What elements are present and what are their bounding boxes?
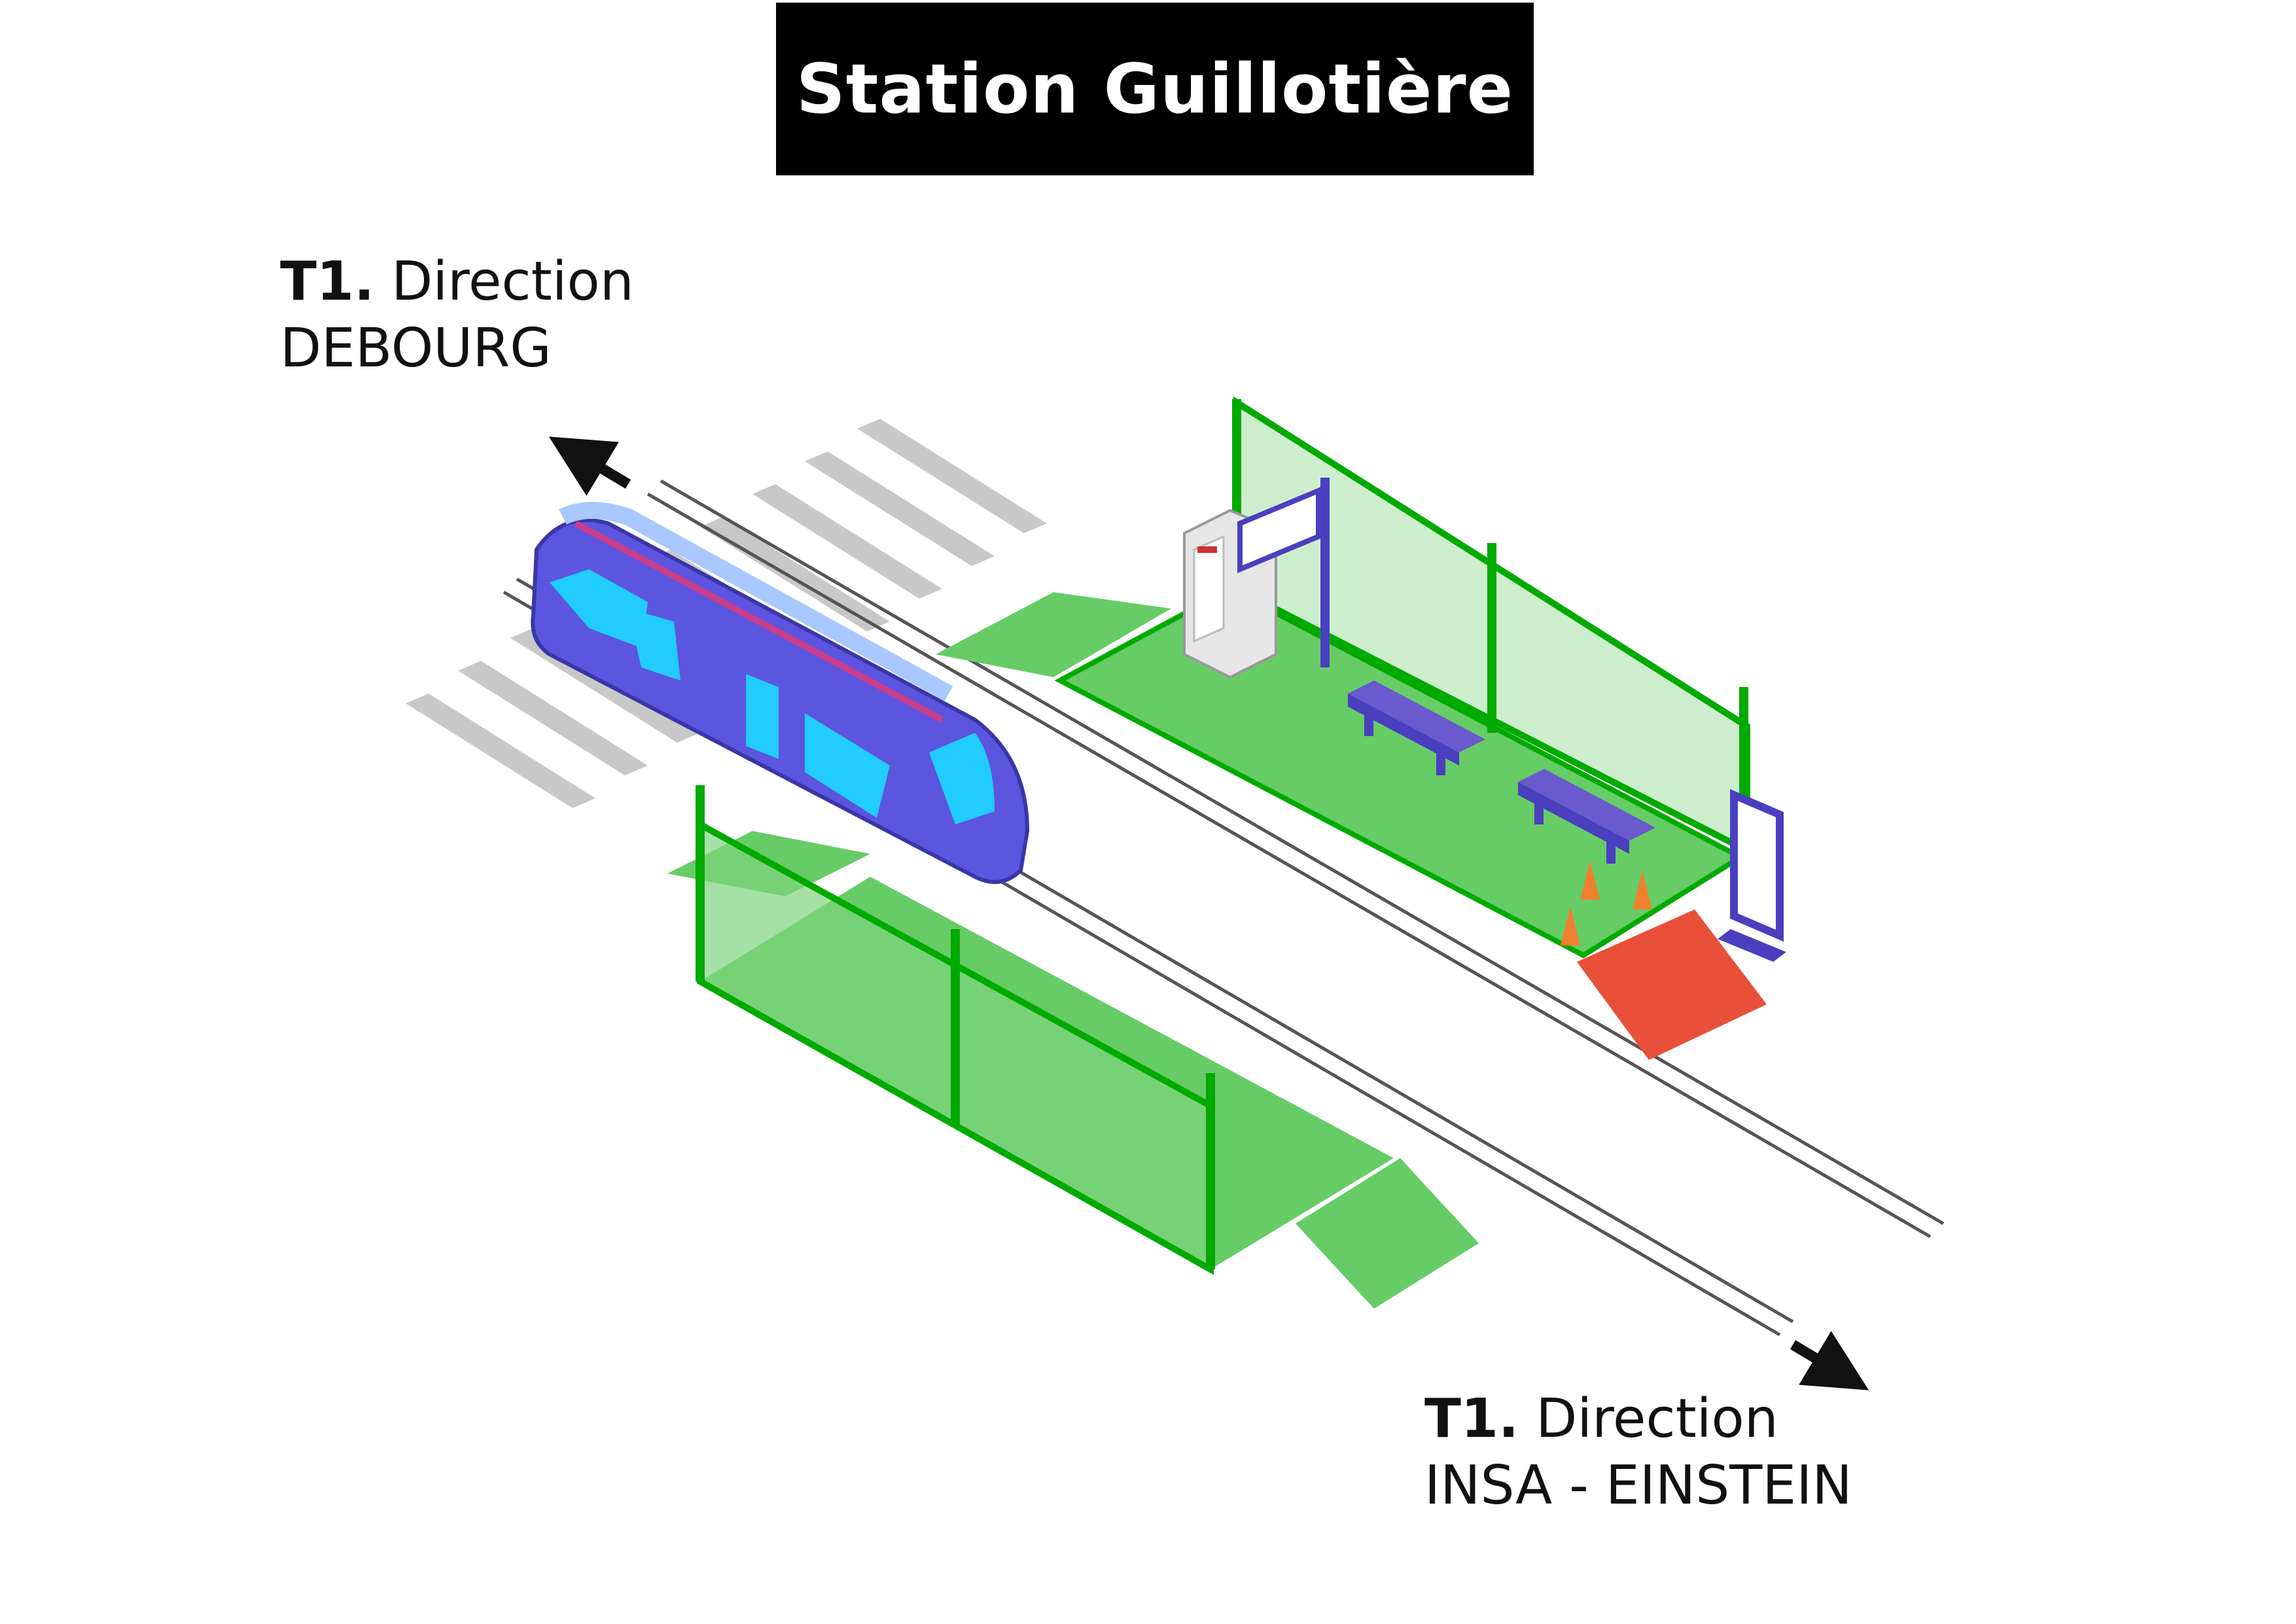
- platform-left: [667, 785, 1479, 1309]
- direction-word: Direction: [1536, 1388, 1778, 1450]
- info-sign-icon: [1237, 478, 1330, 667]
- ramp-left: [936, 592, 1171, 677]
- tram-icon: [531, 502, 1030, 884]
- ramp-right: [1296, 1158, 1479, 1309]
- accessible-ramp: [1577, 909, 1767, 1060]
- direction-word: Direction: [391, 251, 634, 313]
- direction-label-debourg: T1. Direction DEBOURG: [280, 249, 634, 382]
- line-number: T1.: [280, 251, 375, 313]
- arrow-icon: [1790, 1331, 1869, 1390]
- destination-name: INSA - EINSTEIN: [1424, 1455, 1852, 1517]
- platform-right: [936, 396, 1767, 1060]
- arrow-icon: [548, 436, 631, 496]
- direction-label-insa-einstein: T1. Direction INSA - EINSTEIN: [1424, 1386, 1852, 1519]
- station-title-banner: Station Guillotière: [776, 3, 1534, 175]
- station-title: Station Guillotière: [796, 49, 1514, 129]
- bench-icon: [1348, 680, 1485, 775]
- destination-name: DEBOURG: [280, 317, 552, 380]
- traffic-cone-icon: [1561, 860, 1652, 945]
- info-display-icon: [1718, 788, 1786, 962]
- line-number: T1.: [1424, 1388, 1519, 1450]
- bench-icon: [1518, 769, 1655, 864]
